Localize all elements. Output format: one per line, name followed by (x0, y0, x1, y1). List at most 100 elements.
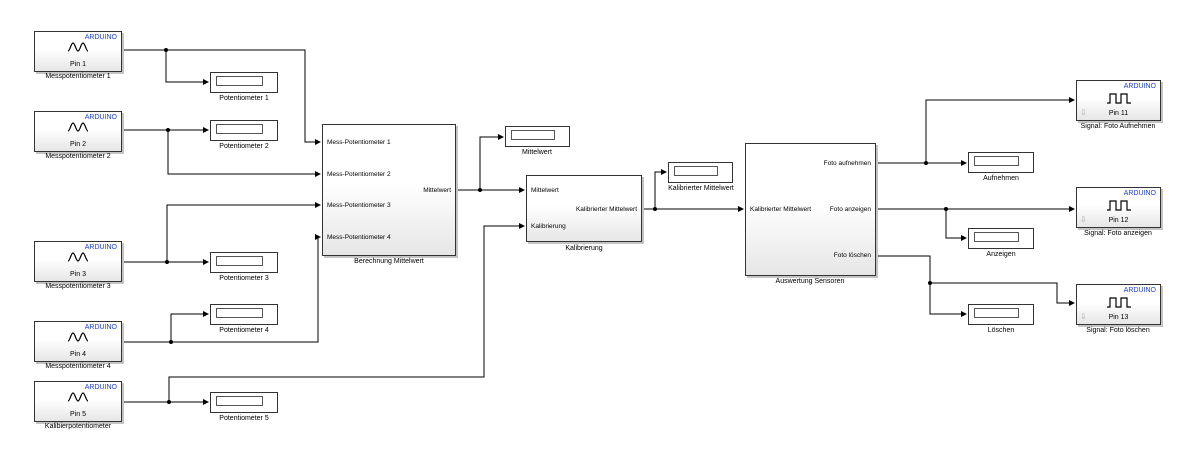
display-label: Potentiometer 2 (219, 143, 269, 150)
display-label: Anzeigen (986, 251, 1016, 258)
display-aufnehmen[interactable] (968, 152, 1034, 173)
junction-dot (478, 188, 482, 192)
wire-pin1-mess1 (121, 49, 321, 145)
port-output: Foto anzeigen (829, 206, 871, 213)
wire-pin1-disp1 (165, 50, 209, 85)
display-label: Aufnehmen (983, 175, 1019, 182)
port-input: Mittelwert (531, 187, 559, 194)
display-label: Potentiometer 4 (219, 327, 269, 334)
pin-label: Pin 11 (1108, 110, 1129, 117)
wave-icon (67, 392, 89, 402)
pin-label: Pin 12 (1108, 217, 1129, 224)
output-block-pin12[interactable]: ARDUINO Pin 12 ⇩ (1076, 187, 1161, 228)
wave-icon (67, 332, 89, 342)
display-window (216, 76, 263, 86)
arduino-label: ARDUINO (1123, 83, 1156, 90)
input-block-pin3[interactable]: ARDUINO Pin 3 (34, 241, 122, 282)
input-block-label: Kalibierpotentiometer (44, 423, 112, 430)
display-label: Mittelwert (522, 149, 552, 156)
pin-label: Pin 3 (70, 271, 86, 278)
display-label: Löschen (987, 327, 1015, 334)
wire-pin2-mess2 (167, 130, 321, 177)
subsystem-label: Kalibrierung (565, 245, 603, 252)
output-block-pin13[interactable]: ARDUINO Pin 13 ⇩ (1076, 284, 1161, 325)
display-mittelwert[interactable] (505, 126, 570, 147)
display-window (216, 256, 263, 266)
port-input: Kalibrierung (531, 223, 566, 230)
port-input: Kalibrierter Mittelwert (750, 206, 812, 213)
square-wave-icon (1106, 93, 1131, 104)
wire-kalib-disp (654, 169, 667, 209)
wire-aufnehmen-pin11 (876, 97, 1075, 164)
display-label: Potentiometer 1 (219, 95, 269, 102)
display-anzeigen[interactable] (968, 228, 1034, 249)
subsystem-auswertung-sensoren[interactable]: Kalibrierter Mittelwert Foto aufnehmen F… (745, 143, 876, 276)
wire-loeschen-disp (929, 283, 967, 317)
arduino-label: ARDUINO (84, 114, 117, 121)
output-block-label: Signal: Foto anzeigen (1084, 230, 1152, 237)
output-block-pin11[interactable]: ARDUINO Pin 11 ⇩ (1076, 80, 1161, 121)
input-block-pin2[interactable]: ARDUINO Pin 2 (34, 111, 122, 152)
junction-dot (928, 281, 932, 285)
junction-dot (165, 260, 169, 264)
display-loeschen[interactable] (968, 304, 1034, 325)
display-window (974, 156, 1019, 166)
display-window (974, 308, 1019, 318)
input-block-label: Messpotentiometer 3 (45, 283, 111, 290)
display-window (216, 396, 263, 406)
arrow-down-icon: ⇩ (1080, 108, 1087, 117)
port-input: Mess-Potentiometer 4 (327, 234, 391, 241)
arduino-label: ARDUINO (1123, 190, 1156, 197)
pin-label: Pin 4 (70, 351, 86, 358)
arduino-label: ARDUINO (84, 244, 117, 251)
input-block-pin4[interactable]: ARDUINO Pin 4 (34, 321, 122, 362)
port-input: Mess-Potentiometer 3 (327, 202, 391, 209)
subsystem-kalibrierung[interactable]: Mittelwert Kalibrierung Kalibrierter Mit… (526, 175, 642, 242)
square-wave-icon (1106, 297, 1131, 308)
wire-loeschen-pin13 (876, 255, 1075, 306)
arduino-label: ARDUINO (84, 384, 117, 391)
subsystem-berechnung-mittelwert[interactable]: Mess-Potentiometer 1 Mess-Potentiometer … (322, 124, 456, 256)
port-output: Mittelwert (423, 187, 451, 194)
display-window (674, 166, 718, 176)
pin-label: Pin 5 (70, 411, 86, 418)
square-wave-icon (1106, 200, 1131, 211)
arrow-down-icon: ⇩ (1080, 215, 1087, 224)
display-label: Kalibrierter Mittelwert (668, 185, 734, 192)
wire-pin3-mess3 (166, 202, 321, 262)
wave-icon (67, 252, 89, 262)
display-potentiometer-4[interactable] (210, 304, 278, 325)
input-block-label: Messpotentiometer 2 (45, 153, 111, 160)
junction-dot (164, 48, 168, 52)
subsystem-label: Auswertung Sensoren (775, 278, 845, 285)
output-block-label: Signal: Foto löschen (1086, 327, 1150, 334)
pin-label: Pin 13 (1108, 314, 1129, 321)
port-output: Foto aufnehmen (823, 160, 871, 167)
display-label: Potentiometer 3 (219, 275, 269, 282)
wire-pin5-kalibrierung (168, 223, 525, 402)
junction-dot (166, 128, 170, 132)
junction-dot (653, 207, 657, 211)
display-potentiometer-2[interactable] (210, 120, 278, 141)
arduino-label: ARDUINO (84, 324, 117, 331)
input-block-pin5[interactable]: ARDUINO Pin 5 (34, 381, 122, 422)
wire-anzeigen-disp (945, 209, 967, 241)
subsystem-label: Berechnung Mittelwert (354, 258, 424, 265)
input-block-label: Messpotentiometer 4 (45, 363, 111, 370)
display-window (974, 232, 1019, 242)
input-block-pin1[interactable]: ARDUINO Pin 1 (34, 31, 122, 72)
display-potentiometer-5[interactable] (210, 392, 278, 413)
arrow-down-icon: ⇩ (1080, 312, 1087, 321)
wave-icon (67, 42, 89, 52)
junction-dot (169, 340, 173, 344)
arduino-label: ARDUINO (84, 34, 117, 41)
pin-label: Pin 2 (70, 141, 86, 148)
display-kalibrierter-mittelwert[interactable] (668, 162, 733, 183)
display-potentiometer-1[interactable] (210, 72, 278, 93)
display-window (511, 130, 555, 140)
display-potentiometer-3[interactable] (210, 252, 278, 273)
wire-mittelwert-disp (479, 134, 504, 190)
wire-pin4-disp4 (170, 311, 209, 342)
output-block-label: Signal: Foto Aufnehmen (1080, 123, 1156, 130)
